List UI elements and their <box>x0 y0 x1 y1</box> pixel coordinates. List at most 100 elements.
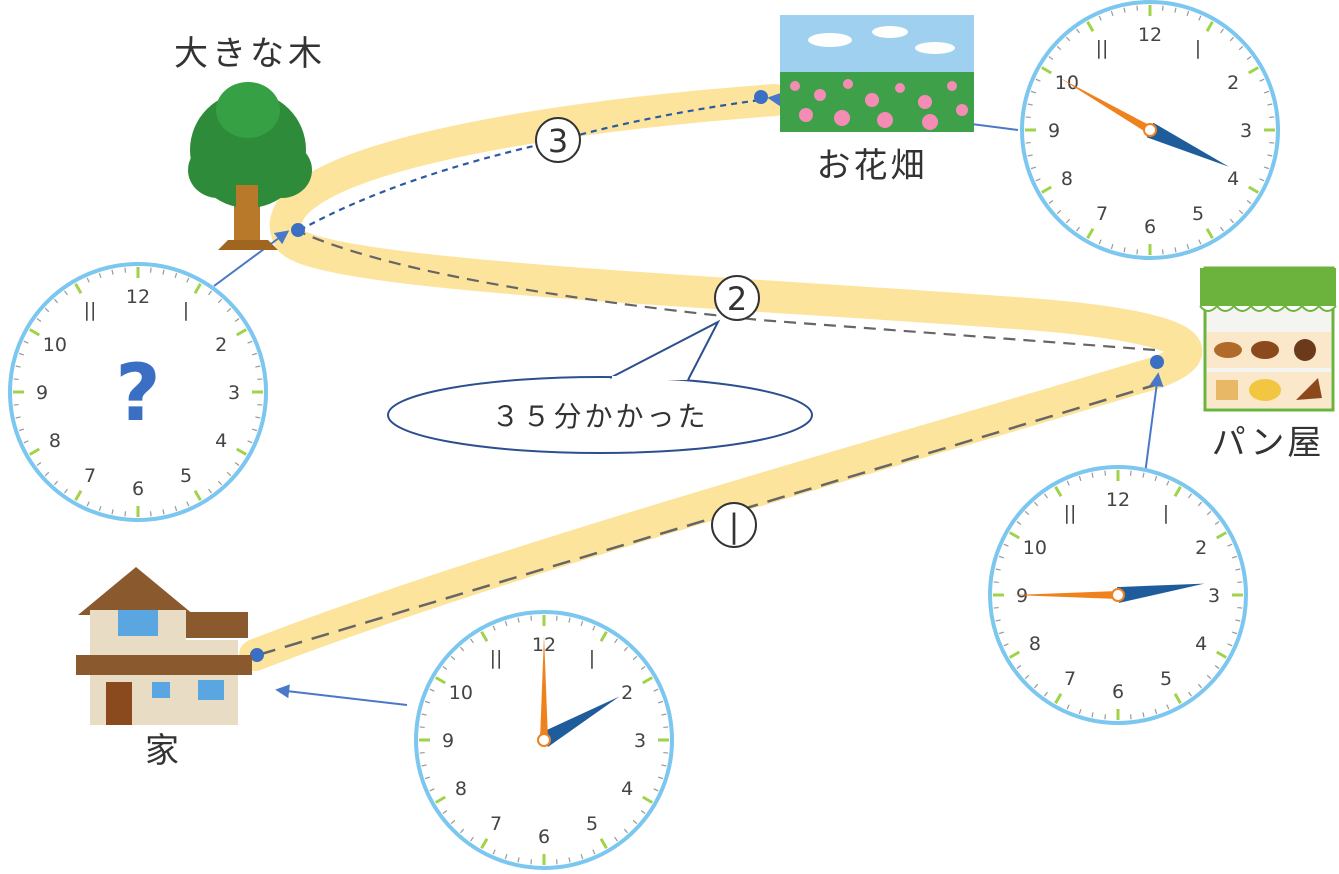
clock-tick <box>1048 200 1054 204</box>
clock-tick <box>599 630 608 643</box>
clock-tick <box>1066 704 1070 710</box>
clock-tick <box>1048 56 1054 60</box>
clock-tick <box>1227 543 1233 547</box>
clock-tick <box>64 290 68 296</box>
clock-tick <box>1220 226 1224 232</box>
clock-numeral: 8 <box>49 430 61 452</box>
clock-tick <box>470 836 474 842</box>
clock-numeral: 9 <box>1048 120 1060 142</box>
clock-numeral: 6 <box>1112 681 1124 703</box>
clock-tick <box>434 676 447 685</box>
clock-numeral: 12 <box>126 286 150 308</box>
clock-numeral: 9 <box>442 730 454 752</box>
clock-center <box>1111 588 1125 602</box>
clock-tick <box>1246 56 1252 60</box>
clock-tick <box>1129 714 1132 720</box>
clock-tick <box>640 810 646 814</box>
clock-tick <box>1091 472 1094 478</box>
clock-tick <box>1205 227 1214 240</box>
clock-tick <box>64 488 68 494</box>
clock-tick <box>1220 28 1224 34</box>
clock-numeral: 10 <box>43 334 67 356</box>
clock-tick <box>995 568 1001 571</box>
clock-tick <box>1008 650 1021 659</box>
clock-tick <box>1237 606 1243 609</box>
clock-numeral: 9 <box>1016 585 1028 607</box>
clock-tick <box>28 447 41 456</box>
clock-tick <box>995 619 1001 622</box>
clock-numeral: 8 <box>1029 633 1041 655</box>
clock-tick <box>1142 712 1145 718</box>
clock-face <box>8 262 268 522</box>
clock-tick <box>1229 218 1235 224</box>
clock-tick <box>429 788 435 792</box>
clock-tick <box>18 352 25 356</box>
clock-numeral: 4 <box>1195 633 1207 655</box>
clock-tick <box>653 788 659 792</box>
clock-tick <box>1078 475 1082 482</box>
clock-tick <box>504 853 508 860</box>
clock-tick <box>459 646 465 652</box>
clock-tick <box>429 688 435 692</box>
flower-field-image <box>780 15 974 132</box>
clock-tick <box>1136 249 1139 255</box>
clock-tick <box>1263 166 1270 170</box>
clock-tick <box>1237 581 1243 584</box>
clock-numeral: | <box>1163 502 1169 524</box>
clock-numeral: 3 <box>1208 585 1220 607</box>
clock-tick <box>1238 45 1244 51</box>
clock-numeral: 8 <box>455 778 467 800</box>
minute-hand <box>1013 591 1118 599</box>
clock-numeral: | <box>589 647 595 669</box>
clock-tick <box>504 620 508 627</box>
point-field <box>754 90 768 104</box>
clock-tick <box>193 282 202 295</box>
clock-tick <box>226 307 232 313</box>
clock-tick <box>424 700 431 704</box>
clock-tick <box>1040 185 1053 194</box>
clock-tick <box>580 620 584 627</box>
clock-tick <box>614 638 618 644</box>
clock-tick <box>480 837 489 850</box>
clock-tick <box>1065 218 1071 224</box>
clock-tick <box>1188 493 1192 499</box>
clock-numeral: 3 <box>634 730 646 752</box>
clock-tick <box>13 378 19 381</box>
clock-tick <box>1040 66 1053 75</box>
clock-tick <box>580 853 584 860</box>
step-1-label: | <box>729 507 740 545</box>
clock-tick <box>1214 521 1220 525</box>
label-bakery: パン屋 <box>1212 423 1325 463</box>
clock-tick <box>419 726 425 729</box>
clock-numeral: || <box>490 647 503 669</box>
point-bakery <box>1150 355 1164 369</box>
clock-tick <box>1033 501 1039 507</box>
clock-numeral: | <box>183 299 189 321</box>
clock-tick <box>555 859 558 865</box>
unknown-time-mark: ? <box>115 349 160 439</box>
clock-tick <box>1205 20 1214 33</box>
clock-tick <box>632 655 638 661</box>
clock-tick <box>614 836 618 842</box>
clock-tick <box>1174 7 1177 13</box>
clock-tick <box>492 625 496 631</box>
step-3-label: 3 <box>548 122 568 160</box>
clock-tick <box>1076 226 1080 232</box>
clock-numeral: 8 <box>1061 168 1073 190</box>
route-segment-2 <box>299 230 1156 352</box>
clock-tick <box>1008 531 1021 540</box>
arrow-bakery <box>1144 372 1164 475</box>
clock-numeral: 6 <box>538 826 550 848</box>
clock-numeral: 7 <box>490 813 502 835</box>
clock-tick <box>208 488 212 494</box>
clock-tick <box>74 489 83 502</box>
clock-tick <box>174 272 178 279</box>
clock-tick <box>592 625 596 631</box>
clock-numeral: 4 <box>215 430 227 452</box>
clock-tick <box>1235 568 1241 571</box>
clock-numeral: 6 <box>1144 216 1156 238</box>
clock-tick <box>1054 692 1063 705</box>
clock-tick <box>1066 480 1070 486</box>
